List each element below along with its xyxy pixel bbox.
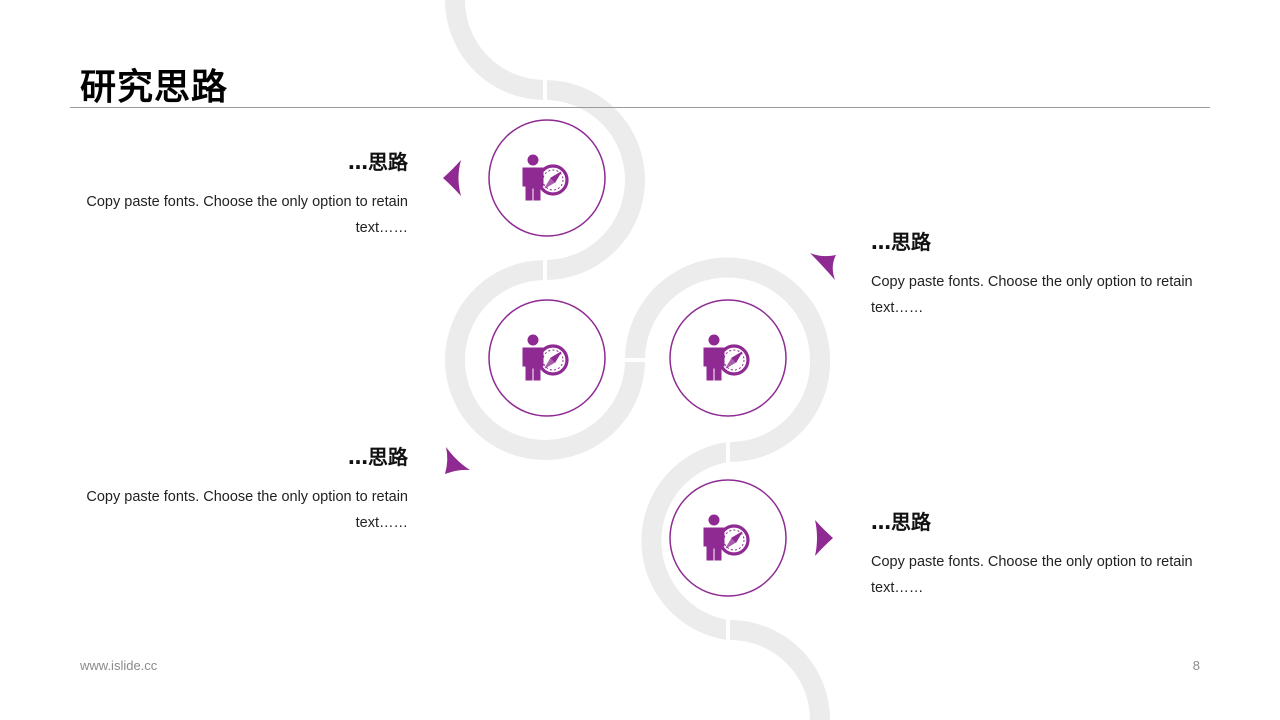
idea-text: Copy paste fonts. Choose the only option… bbox=[86, 194, 408, 236]
idea-block-4: …思路 Copy paste fonts. Choose the only op… bbox=[871, 506, 1201, 601]
page-title: 研究思路 bbox=[80, 67, 229, 108]
idea-text: Copy paste fonts. Choose the only option… bbox=[871, 274, 1193, 316]
idea-text: Copy paste fonts. Choose the only option… bbox=[871, 554, 1193, 596]
idea-title: …思路 bbox=[871, 230, 931, 254]
idea-block-3: …思路 Copy paste fonts. Choose the only op… bbox=[78, 441, 408, 536]
idea-title: …思路 bbox=[348, 150, 408, 174]
node-1 bbox=[488, 119, 606, 237]
idea-block-2: …思路 Copy paste fonts. Choose the only op… bbox=[871, 226, 1201, 321]
pointer-arrow-icon bbox=[445, 447, 470, 474]
idea-block-1: …思路 Copy paste fonts. Choose the only op… bbox=[78, 146, 408, 241]
pointer-arrow-icon bbox=[815, 520, 833, 556]
pointer-arrow-icon bbox=[810, 253, 836, 280]
node-2 bbox=[488, 299, 606, 417]
track bbox=[445, 0, 831, 720]
title-divider bbox=[70, 107, 1210, 108]
idea-title: …思路 bbox=[871, 510, 931, 534]
footer-url: www.islide.cc bbox=[80, 658, 158, 673]
page-number: 8 bbox=[1192, 658, 1200, 673]
idea-text: Copy paste fonts. Choose the only option… bbox=[86, 489, 408, 531]
idea-title: …思路 bbox=[348, 445, 408, 469]
track-gaps bbox=[543, 76, 730, 644]
node-4 bbox=[669, 479, 787, 597]
pointer-arrow-icon bbox=[443, 160, 461, 196]
node-3 bbox=[669, 299, 787, 417]
